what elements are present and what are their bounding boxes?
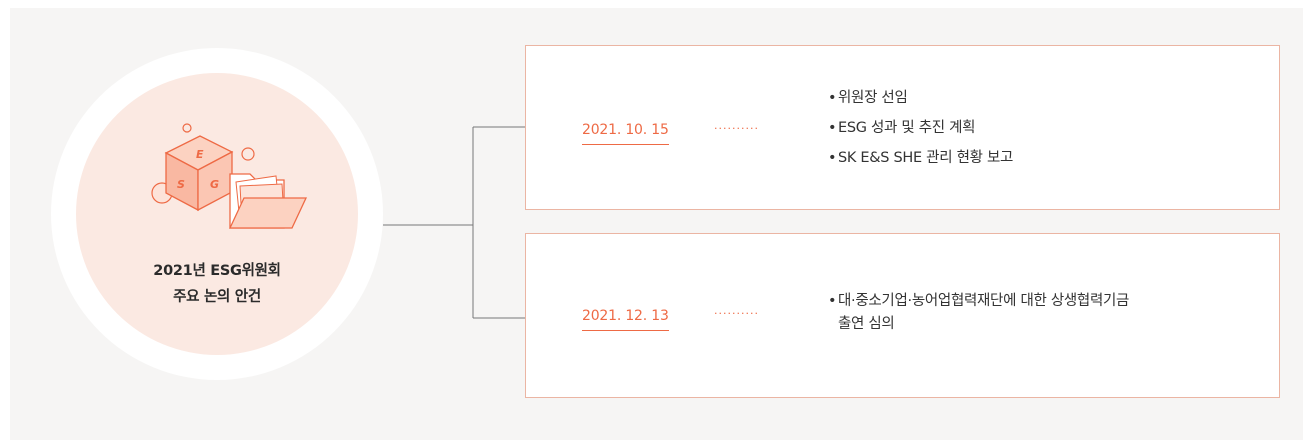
agenda-item-continuation: 출연 심의: [828, 313, 1129, 336]
agenda-list: 대·중소기업·농어업협력재단에 대한 상생협력기금 출연 심의: [828, 290, 1129, 336]
agenda-item: 대·중소기업·농어업협력재단에 대한 상생협력기금: [828, 290, 1129, 313]
dotted-leader: ··········: [714, 122, 759, 135]
cube-icon: E S G: [164, 135, 234, 212]
meeting-date: 2021. 10. 15: [582, 122, 669, 145]
meeting-date: 2021. 12. 13: [582, 308, 669, 331]
meeting-box-1: 2021. 10. 15 ·········· 위원장 선임 ESG 성과 및 …: [525, 45, 1280, 210]
folder-icon: [228, 173, 308, 229]
esg-cube-folder-illustration: E S G: [151, 123, 308, 229]
center-title: 2021년 ESG위원회 주요 논의 안건: [76, 258, 358, 310]
meeting-box-2: 2021. 12. 13 ·········· 대·중소기업·농어업협력재단에 …: [525, 233, 1280, 398]
agenda-item: 위원장 선임: [828, 83, 1013, 113]
agenda-item-continuation-text: 출연 심의: [838, 316, 895, 332]
decor-circle-medium: [241, 147, 255, 161]
decor-circle-small: [182, 123, 192, 133]
cube-letter-g: G: [210, 178, 219, 191]
center-title-line2: 주요 논의 안건: [173, 289, 261, 305]
center-title-line1: 2021년 ESG위원회: [153, 263, 281, 279]
cube-letter-s: S: [177, 178, 185, 191]
cube-letter-e: E: [196, 148, 204, 161]
inner-circle: [76, 73, 358, 355]
agenda-item: ESG 성과 및 추진 계획: [828, 113, 1013, 143]
dotted-leader: ··········: [714, 307, 759, 320]
agenda-list: 위원장 선임 ESG 성과 및 추진 계획 SK E&S SHE 관리 현황 보…: [828, 83, 1013, 173]
agenda-item: SK E&S SHE 관리 현황 보고: [828, 143, 1013, 173]
